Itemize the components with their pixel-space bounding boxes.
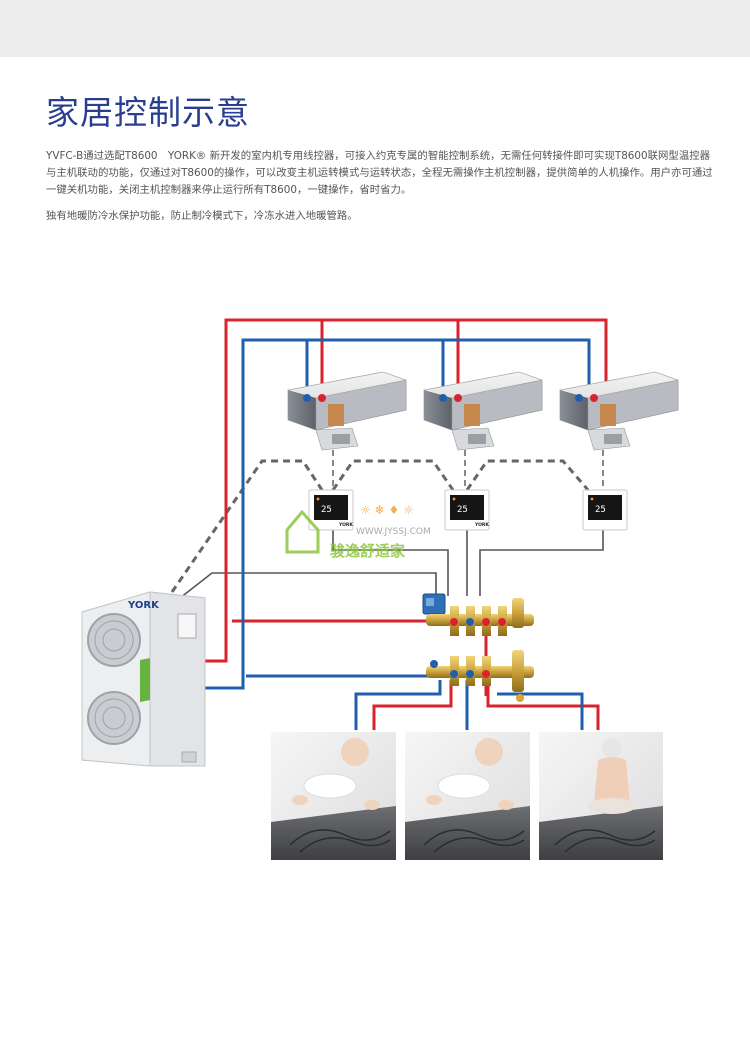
cold-water-pipes	[205, 338, 591, 730]
outdoor-unit: YORK	[81, 591, 206, 767]
watermark-name: 骏逸舒适家	[330, 542, 405, 560]
watermark-url: WWW.JYSSJ.COM	[356, 527, 431, 537]
fan-coil-units	[287, 371, 679, 451]
thermostat-2-brand: YORK	[474, 522, 489, 528]
home-control-diagram: 25 YORK 25 YORK 25 ☼ ❄ ♦ ☼ WWW.JYSSJ.COM…	[81, 318, 679, 860]
svg-text:☼ ❄ ♦ ☼: ☼ ❄ ♦ ☼	[360, 503, 414, 517]
fan-coil-unit-2	[423, 371, 543, 451]
thermostat-1: 25 YORK	[308, 489, 354, 531]
thermostat-1-brand: YORK	[338, 522, 353, 528]
floor-heating-manifold	[422, 593, 534, 702]
control-wires-solid	[179, 530, 604, 599]
watermark: ☼ ❄ ♦ ☼ WWW.JYSSJ.COM 骏逸舒适家	[285, 503, 431, 560]
outdoor-unit-brand: YORK	[127, 600, 160, 611]
thermostat-3-display: 25	[595, 505, 606, 515]
room-photo-woman	[539, 732, 663, 860]
thermostats: 25 YORK 25 YORK 25	[308, 489, 628, 531]
top-banner	[0, 0, 750, 57]
room-photos	[271, 732, 663, 860]
thermostat-2-display: 25	[457, 505, 468, 515]
thermostat-3: 25	[582, 489, 628, 531]
room-photo-baby-2	[405, 732, 530, 860]
room-photo-baby-1	[271, 732, 396, 860]
fan-coil-unit-1	[287, 371, 407, 451]
fan-coil-unit-3	[559, 371, 679, 451]
hot-water-pipes	[205, 318, 608, 730]
thermostat-2: 25 YORK	[444, 489, 490, 531]
thermostat-1-display: 25	[321, 505, 332, 515]
intro-paragraph: YVFC-B通过选配T8600 YORK® 新开发的室内机专用线控器，可接入约克…	[46, 150, 713, 196]
fcu-to-thermostat-dashed	[332, 440, 604, 490]
control-wires-dashed	[170, 459, 590, 593]
page-title: 家居控制示意	[46, 93, 250, 132]
feature-paragraph: 独有地暖防冷水保护功能，防止制冷模式下，冷冻水进入地暖管路。	[46, 210, 358, 222]
